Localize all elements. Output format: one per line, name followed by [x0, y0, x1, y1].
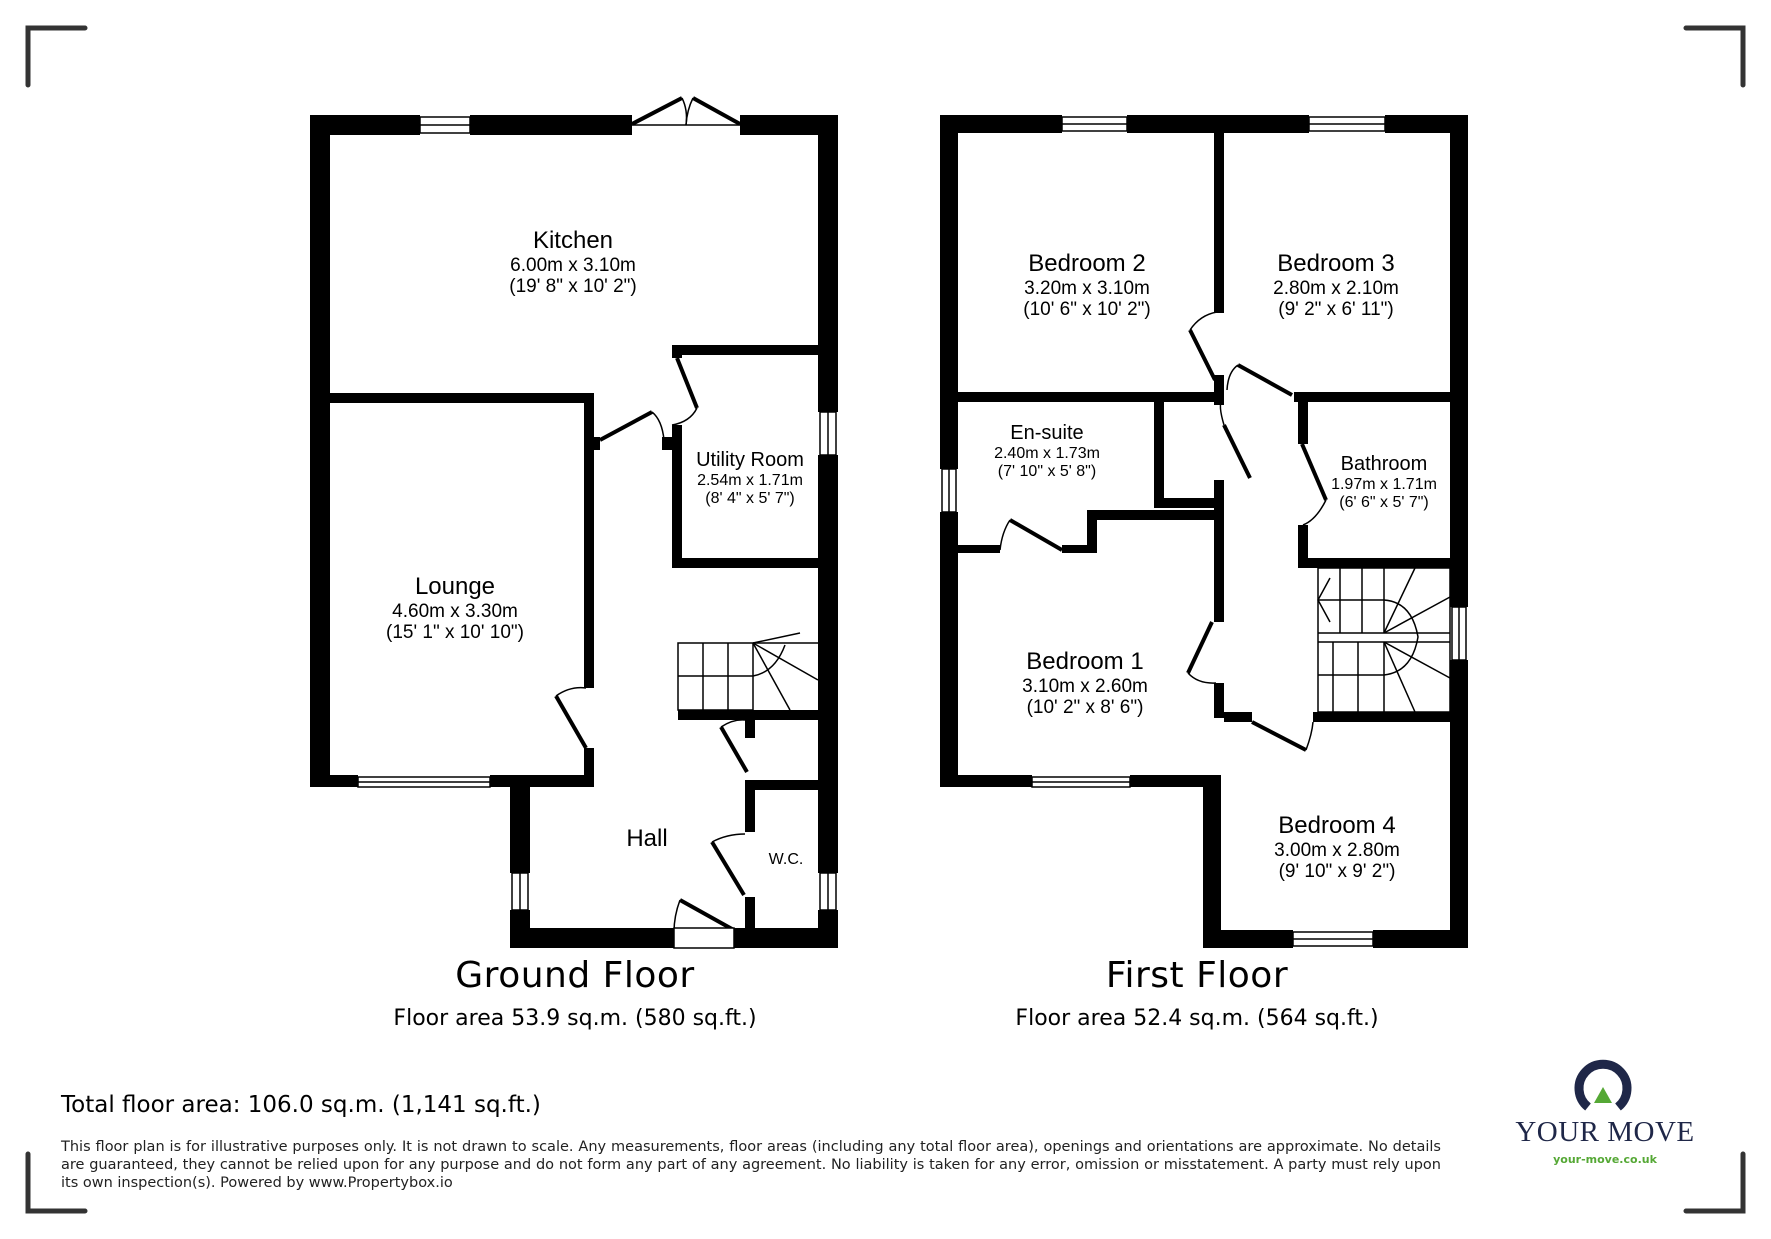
room-dimensions-metric: 3.10m x 2.60m [1022, 675, 1148, 697]
room-dimensions-metric: 3.00m x 2.80m [1274, 839, 1400, 861]
disclaimer-text: This floor plan is for illustrative purp… [61, 1139, 1441, 1191]
floor-title: First Floor [1105, 955, 1289, 996]
room-bedroom-2: Bedroom 2 3.20m x 3.10m (10' 6" x 10' 2"… [1023, 250, 1150, 321]
room-name: En-suite [1010, 422, 1084, 444]
room-name: Bedroom 2 [1028, 250, 1146, 277]
room-name: W.C. [768, 851, 804, 868]
room-kitchen: Kitchen 6.00m x 3.10m (19' 8" x 10' 2") [509, 227, 636, 298]
ground-floor-walls [310, 115, 838, 948]
your-move-logo-mark [1574, 1059, 1632, 1111]
floor-area: Floor area 52.4 sq.m. (564 sq.ft.) [1015, 1006, 1379, 1031]
floor-title: Ground Floor [455, 955, 695, 996]
first-floor-doors [999, 311, 1328, 752]
ground-floor-doors [554, 96, 749, 949]
room-name: Hall [626, 825, 668, 852]
ground-floor-stairs [677, 632, 819, 711]
room-dimensions-metric: 2.54m x 1.71m [697, 472, 803, 489]
room-dimensions-metric: 2.80m x 2.10m [1273, 277, 1399, 299]
first-floor-stairs [1317, 567, 1451, 713]
room-dimensions-imperial: (10' 6" x 10' 2") [1023, 299, 1151, 321]
room-dimensions-metric: 6.00m x 3.10m [510, 254, 636, 276]
logo-brand: YOUR MOVE [1515, 1116, 1695, 1148]
room-dimensions-imperial: (7' 10" x 5' 8") [997, 463, 1097, 481]
ground-floor-caption: Ground Floor Floor area 53.9 sq.m. (580 … [393, 955, 756, 1031]
first-floor-windows [941, 116, 1467, 947]
crop-marks [25, 25, 1746, 1214]
room-dimensions-metric: 4.60m x 3.30m [392, 600, 518, 622]
room-name: Bedroom 4 [1278, 812, 1396, 839]
room-dimensions-imperial: (6' 6" x 5' 7") [1339, 494, 1429, 512]
your-move-logo: YOUR MOVE your-move.co.uk [1515, 1112, 1695, 1166]
room-name: Bathroom [1340, 453, 1428, 475]
room-dimensions-imperial: (15' 1" x 10' 10") [386, 622, 524, 644]
room-dimensions-imperial: (19' 8" x 10' 2") [509, 276, 637, 298]
room-en-suite: En-suite 2.40m x 1.73m (7' 10" x 5' 8") [994, 422, 1100, 482]
room-name: Utility Room [696, 449, 804, 471]
room-name: Bedroom 1 [1026, 648, 1144, 675]
ground-floor-windows [357, 116, 837, 911]
room-dimensions-imperial: (10' 2" x 8' 6") [1026, 697, 1144, 719]
room-dimensions-metric: 3.20m x 3.10m [1024, 277, 1150, 299]
room-name: Lounge [414, 573, 496, 600]
total-floor-area: Total floor area: 106.0 sq.m. (1,141 sq.… [61, 1092, 541, 1118]
room-dimensions-metric: 2.40m x 1.73m [994, 445, 1100, 462]
room-dimensions-imperial: (9' 2" x 6' 11") [1278, 299, 1394, 321]
first-floor-caption: First Floor Floor area 52.4 sq.m. (564 s… [1015, 955, 1378, 1031]
logo-url: your-move.co.uk [1553, 1153, 1657, 1166]
room-bedroom-3: Bedroom 3 2.80m x 2.10m (9' 2" x 6' 11") [1273, 250, 1399, 321]
floor-area: Floor area 53.9 sq.m. (580 sq.ft.) [393, 1006, 757, 1031]
room-lounge: Lounge 4.60m x 3.30m (15' 1" x 10' 10") [386, 573, 524, 644]
room-utility: Utility Room 2.54m x 1.71m (8' 4" x 5' 7… [696, 449, 804, 509]
room-name: Kitchen [532, 227, 614, 254]
room-bathroom: Bathroom 1.97m x 1.71m (6' 6" x 5' 7") [1331, 453, 1437, 513]
first-floor-walls [940, 115, 1468, 948]
room-dimensions-metric: 1.97m x 1.71m [1331, 476, 1437, 493]
room-hall: Hall [626, 825, 667, 853]
room-name: Bedroom 3 [1277, 250, 1395, 277]
room-dimensions-imperial: (8' 4" x 5' 7") [705, 490, 795, 508]
room-bedroom-4: Bedroom 4 3.00m x 2.80m (9' 10" x 9' 2") [1274, 812, 1400, 883]
room-dimensions-imperial: (9' 10" x 9' 2") [1278, 861, 1396, 883]
room-wc: W.C. [769, 851, 804, 869]
room-bedroom-1: Bedroom 1 3.10m x 2.60m (10' 2" x 8' 6") [1022, 648, 1148, 719]
